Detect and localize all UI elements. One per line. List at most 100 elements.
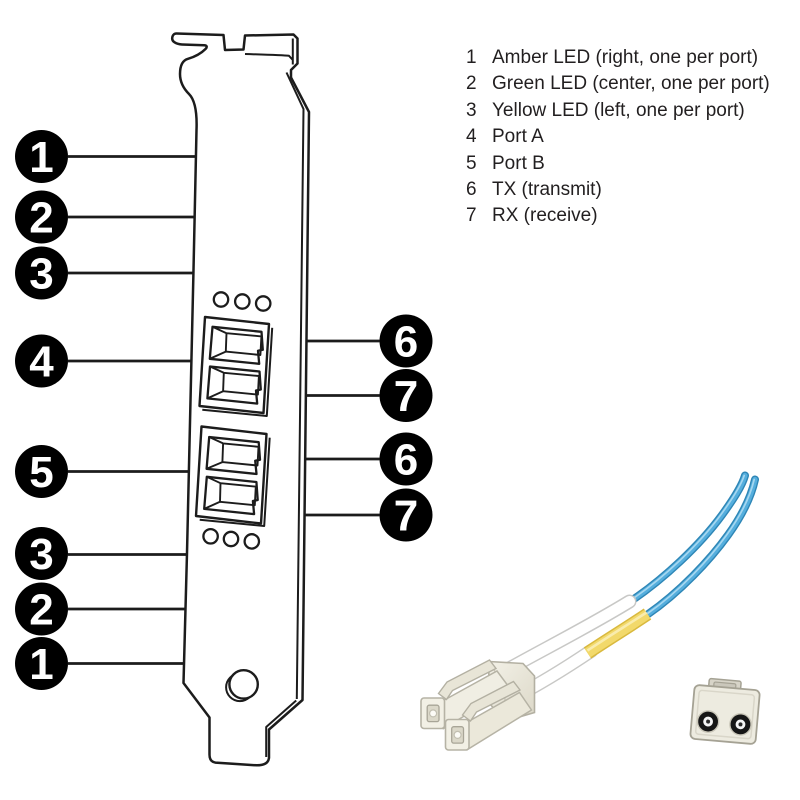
fiber-highlight: [646, 478, 756, 615]
callout-yellow-led-top: 3: [15, 246, 68, 300]
lc-connector-front-view: [689, 677, 761, 745]
fiber-highlight: [628, 474, 746, 602]
lc-connector-3d: [420, 659, 536, 751]
screw-hole: [225, 669, 260, 703]
legend-row: 3 Yellow LED (left, one per port): [466, 98, 770, 124]
port-a-tx-opening: [208, 325, 264, 365]
port-b-tx-inner: [206, 436, 260, 470]
callout-number: 3: [29, 530, 53, 579]
green-led-port-a: [233, 293, 251, 310]
port-b-tx-opening: [205, 435, 262, 476]
port-b-tx-outer: [205, 435, 262, 476]
plug-b-latch: [461, 680, 522, 723]
plug-a-latch: [437, 659, 498, 701]
port-fiber-core: [738, 722, 743, 727]
callout-yellow-led-bottom: 3: [15, 527, 68, 580]
port-b-rx-opening: [203, 475, 259, 516]
callout-rx-port-a: 7: [379, 369, 433, 422]
callout-circle: [379, 314, 433, 368]
legend-item-label: Port B: [492, 152, 545, 174]
callout-number: 7: [394, 372, 418, 421]
callout-number: 6: [394, 436, 418, 485]
port-a-tx-outer: [208, 325, 264, 365]
callout-circle: [379, 432, 433, 486]
legend-item-number: 6: [466, 179, 477, 201]
fiber-outline: [643, 475, 759, 619]
callouts-left-column: 1 2 3 4 5 3 2: [15, 130, 68, 690]
port-b-frame-edge: [199, 437, 271, 527]
legend-row: 2 Green LED (center, one per port): [466, 71, 770, 97]
callout-circle: [15, 334, 68, 388]
legend-item-number: 1: [466, 47, 477, 68]
port-b-rx-outer: [203, 475, 259, 516]
amber-led-port-b: [243, 533, 261, 550]
callout-number: 7: [394, 492, 418, 541]
legend-row: 4 Port A: [466, 124, 770, 150]
fiber-cable-illustration: [420, 471, 761, 751]
callout-number: 3: [29, 250, 53, 299]
tip-ferrule: [429, 709, 438, 718]
legend-row: 5 Port B: [466, 151, 770, 177]
legend-item-label: RX (receive): [492, 205, 598, 227]
callout-circle: [379, 488, 433, 542]
callout-green-led-top: 2: [15, 190, 68, 244]
callout-number: 4: [29, 338, 54, 387]
legend: 1 Amber LED (right, one per port) 2 Gree…: [466, 45, 770, 230]
screw-hole-ring: [228, 669, 260, 700]
callout-amber-led-top: 1: [15, 130, 68, 183]
callout-circle: [15, 190, 68, 244]
led-row-port-a: [212, 291, 272, 312]
callout-circle: [15, 130, 68, 183]
blue-fiber-upper: [625, 471, 749, 606]
port-b: [194, 425, 271, 527]
plug-a-tip: [420, 697, 446, 730]
bracket-inner-edge-top: [244, 38, 294, 65]
port-a-rx-opening: [206, 365, 262, 405]
bracket-inner-edge-right: [285, 72, 305, 700]
callouts-right-column: 6 7 6 7: [379, 314, 433, 542]
port-a: [198, 315, 274, 417]
callout-number: 1: [29, 640, 53, 689]
legend-item-number: 4: [466, 126, 477, 148]
leader-yellow-led-bottom: [68, 545, 206, 556]
legend-item-number: 2: [466, 73, 477, 95]
callout-number: 5: [29, 448, 53, 497]
callout-green-led-bottom: 2: [15, 582, 68, 636]
fiber-core: [644, 476, 758, 618]
port-a-rx-outer: [206, 365, 262, 405]
yellow-led-port-a: [212, 291, 230, 308]
green-led-port-b: [222, 530, 240, 548]
bracket-inner-edge-foot: [265, 699, 297, 757]
callout-amber-led-bottom: 1: [15, 637, 68, 690]
port-fiber-core: [706, 719, 711, 724]
tip-ferrule: [453, 730, 462, 740]
legend-item-label: TX (transmit): [492, 179, 602, 201]
plug-b-tip: [444, 718, 470, 751]
callout-number: 2: [29, 586, 53, 635]
legend-item-label: Green LED (center, one per port): [492, 73, 770, 95]
callout-number: 6: [394, 318, 418, 367]
callout-circle: [379, 369, 433, 422]
pci-bracket: [170, 32, 311, 767]
port-a-rx-inner: [207, 365, 260, 400]
legend-row: 7 RX (receive): [466, 203, 770, 229]
front-port-right: [729, 713, 752, 736]
legend-item-number: 7: [466, 205, 477, 227]
yellow-buffer-band: [583, 608, 652, 659]
legend-item-label: Port A: [492, 126, 544, 148]
callout-tx-port-b: 6: [379, 432, 433, 486]
legend-item-label: Amber LED (right, one per port): [492, 47, 759, 68]
legend-item-number: 5: [466, 152, 477, 174]
band-body: [584, 609, 651, 658]
port-b-rx-inner: [203, 475, 257, 510]
legend-item-number: 3: [466, 99, 477, 121]
callout-circle: [15, 445, 68, 498]
callout-circle: [15, 246, 68, 300]
yellow-led-port-b: [202, 527, 219, 545]
callout-number: 1: [29, 133, 53, 182]
callout-circle: [15, 637, 68, 690]
legend-row: 1 Amber LED (right, one per port): [466, 45, 770, 71]
blue-fiber-lower: [643, 475, 759, 619]
